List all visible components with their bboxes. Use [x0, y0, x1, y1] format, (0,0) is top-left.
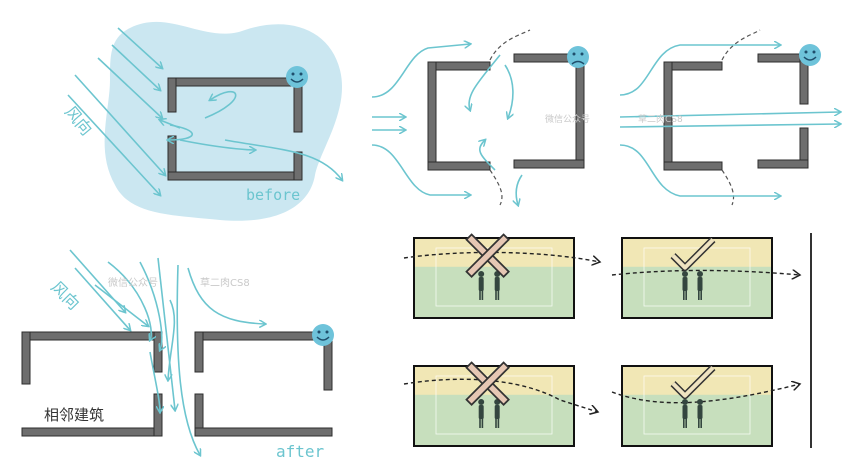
watermark-2: 草二肉CS8 — [638, 113, 683, 125]
person-icon — [494, 399, 501, 428]
wind-arrows — [67, 27, 342, 195]
panel-obstructed — [371, 29, 589, 206]
wind-direction-label-2: 风向 — [47, 277, 83, 313]
before-label: before — [246, 186, 300, 204]
watermark-1: 微信公众号 — [545, 113, 590, 125]
person-icon — [478, 271, 485, 300]
person-icon — [697, 399, 703, 428]
cross-mark-icon — [465, 233, 510, 278]
wind-arrows-3 — [619, 45, 840, 196]
person-icon — [682, 399, 688, 428]
section-good — [611, 237, 800, 319]
room-walls-4 — [21, 331, 333, 437]
smiley-face-icon-2 — [799, 44, 821, 66]
room-walls-2 — [427, 53, 585, 171]
room-walls — [167, 77, 303, 181]
adjacent-building-label: 相邻建筑 — [44, 406, 104, 424]
sad-face-icon — [567, 46, 589, 68]
person-icon — [478, 399, 485, 428]
wind-arrows-4 — [69, 249, 265, 455]
smiley-face-icon-3 — [312, 324, 334, 346]
panel-after: 风向 相邻建筑 after 微信公众号 草二肉CS8 — [21, 249, 334, 461]
panel-open: 微信公众号 草二肉CS8 — [545, 29, 840, 206]
check-mark-icon — [670, 365, 716, 400]
cross-mark-icon — [465, 361, 510, 406]
check-mark-icon — [670, 237, 716, 272]
room-walls-3 — [663, 53, 809, 171]
watermark-3: 微信公众号 — [108, 276, 158, 289]
door-swing-3 — [721, 29, 761, 206]
section-bad — [403, 233, 600, 319]
person-icon — [697, 271, 703, 300]
after-label: after — [276, 442, 325, 461]
door-swing — [489, 29, 531, 206]
wind-arrows-2 — [371, 44, 523, 205]
watermark-4: 草二肉CS8 — [200, 276, 250, 289]
section-bad — [403, 361, 598, 447]
person-icon — [682, 271, 688, 300]
panel-before: 风向 before — [61, 21, 343, 221]
section-good — [611, 365, 800, 447]
wind-direction-label: 风向 — [61, 102, 96, 139]
smiley-face-icon — [286, 66, 308, 88]
wind-zone-blob — [104, 21, 343, 221]
panel-sections — [403, 233, 812, 448]
